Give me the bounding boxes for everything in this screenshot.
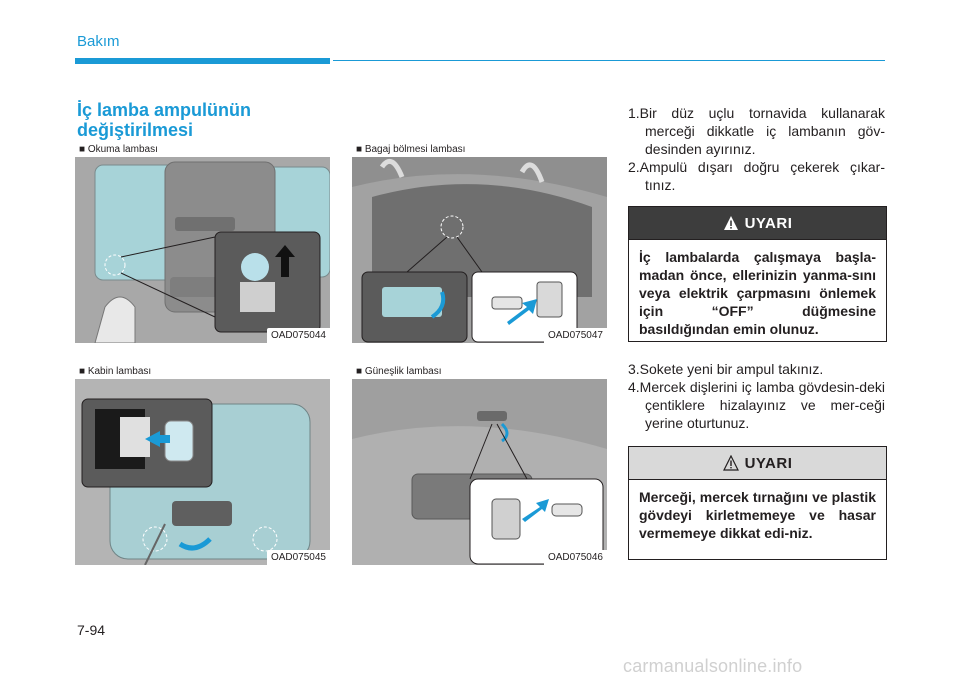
step-2: 2.Ampulü dışarı doğru çekerek çıkar-tını… <box>628 159 885 193</box>
warning-box-lens: UYARI Merceği, mercek tırnağını ve plast… <box>628 446 887 560</box>
instruction-steps-b: 3.Sokete yeni bir ampul takınız. 4.Merce… <box>628 360 885 432</box>
figure-cabin-lamp: ■ Kabin lambası OAD075045 <box>75 365 330 565</box>
step-3: 3.Sokete yeni bir ampul takınız. <box>628 361 824 377</box>
warning-heading: UYARI <box>744 454 793 472</box>
warning-text: İç lambalarda çalışmaya başla-madan önce… <box>629 239 886 346</box>
warning-triangle-icon <box>722 455 739 471</box>
figure-caption: ■ Bagaj bölmesi lambası <box>352 143 607 157</box>
warning-triangle-icon <box>723 216 738 230</box>
warning-heading: UYARI <box>744 214 793 232</box>
figure-caption: ■ Güneşlik lambası <box>352 365 607 379</box>
figure-vanity-lamp: ■ Güneşlik lambası OAD075046 <box>352 365 607 565</box>
section-title-line1: İç lamba ampulünün <box>77 100 252 120</box>
section-label: Bakım <box>77 33 120 50</box>
section-title-line2: değiştirilmesi <box>77 120 194 140</box>
figure-code: OAD075046 <box>543 550 607 565</box>
figure-caption: ■ Okuma lambası <box>75 143 330 157</box>
figure-reading-lamp: ■ Okuma lambası OAD075044 <box>75 143 330 343</box>
step-4: 4.Mercek dişlerini iç lamba gövdesin-dek… <box>628 379 885 431</box>
figure-trunk-lamp: ■ Bagaj bölmesi lambası OAD075047 <box>352 143 607 343</box>
warning-text: Merceği, mercek tırnağını ve plastik göv… <box>629 479 886 550</box>
watermark: carmanualsonline.info <box>623 656 803 676</box>
reading-lamp-illustration <box>75 157 330 343</box>
warning-header: UYARI <box>629 447 886 479</box>
trunk-lamp-illustration <box>352 157 607 343</box>
figure-code: OAD075047 <box>543 328 607 343</box>
instruction-steps-a: 1.Bir düz uçlu tornavida kullanarak merc… <box>628 104 885 194</box>
header-rule-thin <box>333 60 885 61</box>
step-1: 1.Bir düz uçlu tornavida kullanarak merc… <box>628 105 885 157</box>
vanity-lamp-illustration <box>352 379 607 565</box>
warning-box-electric: UYARI İç lambalarda çalışmaya başla-mada… <box>628 206 887 342</box>
figure-code: OAD075044 <box>266 328 330 343</box>
page-number: 7-94 <box>77 622 106 638</box>
cabin-lamp-illustration <box>75 379 330 565</box>
figure-caption: ■ Kabin lambası <box>75 365 330 379</box>
figure-code: OAD075045 <box>266 550 330 565</box>
header-rule-thick <box>75 58 330 64</box>
warning-header: UYARI <box>629 207 886 239</box>
section-title: İç lamba ampulünün değiştirilmesi <box>77 100 327 140</box>
